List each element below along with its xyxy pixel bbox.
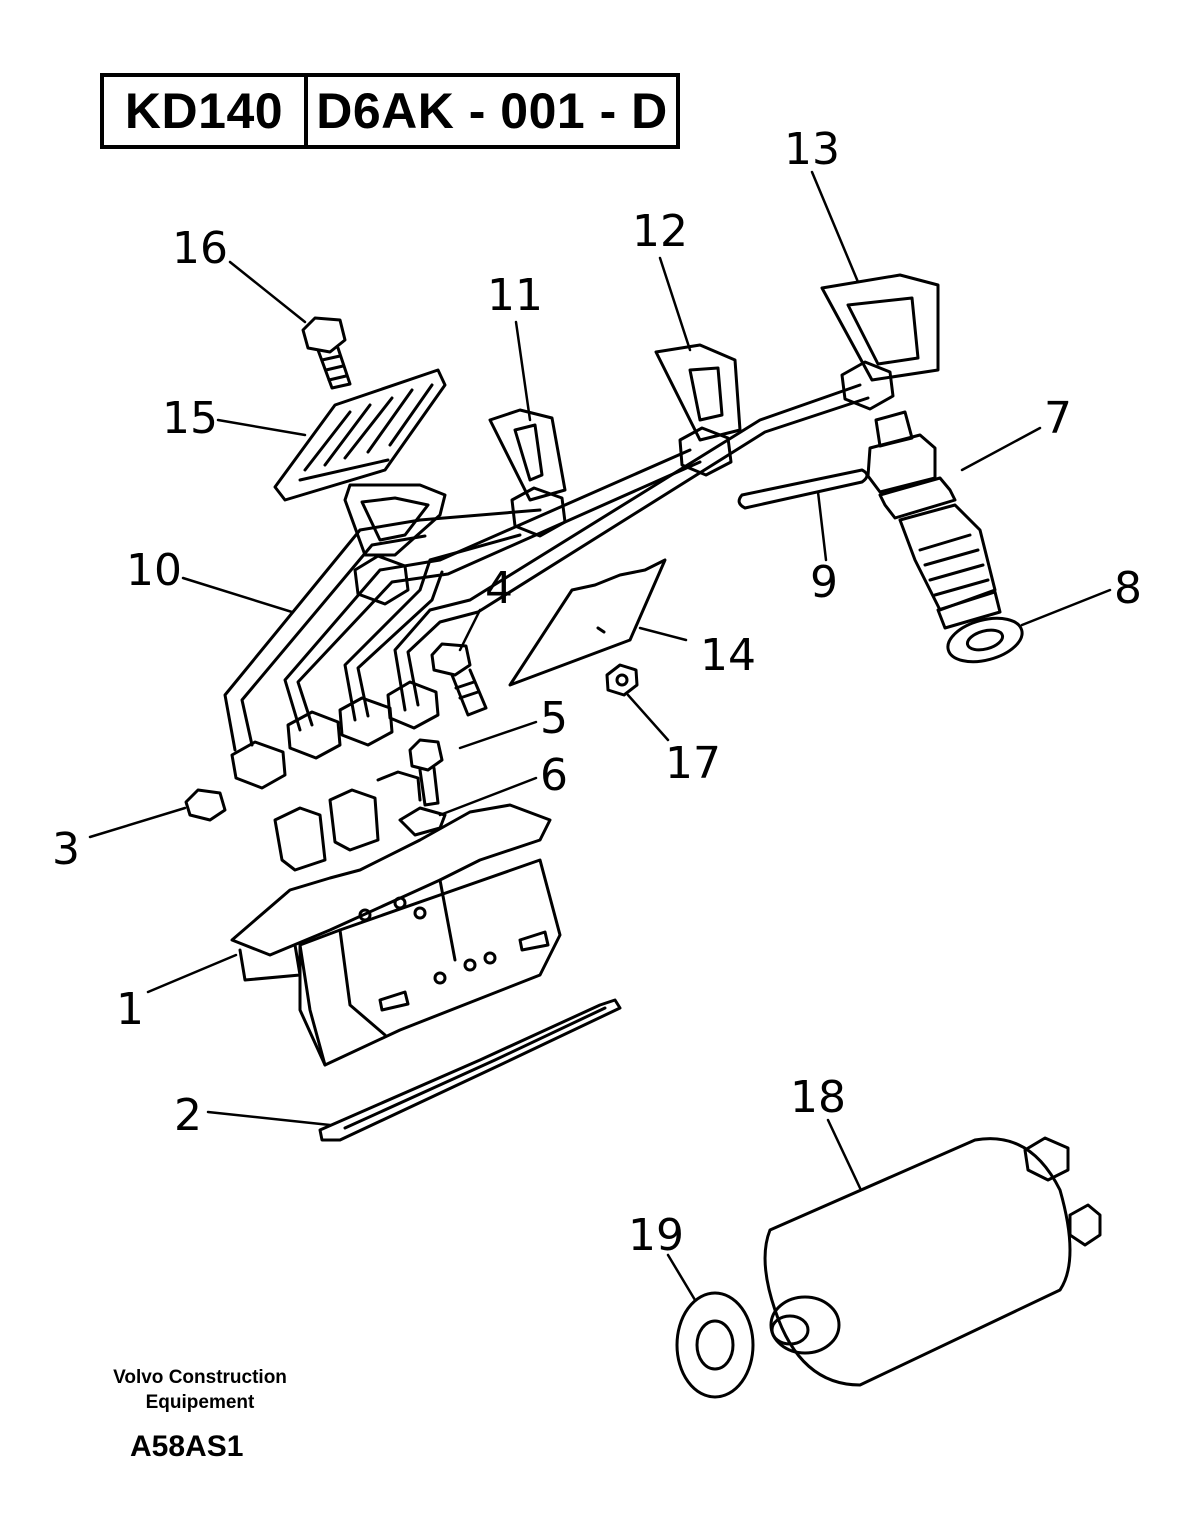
- callout-11: 11: [487, 270, 543, 321]
- callout-10: 10: [126, 545, 182, 596]
- callout-2: 2: [174, 1090, 202, 1141]
- brand-line-2: Equipement: [145, 1392, 255, 1413]
- callout-3: 3: [52, 824, 80, 875]
- injection-pump-1: [230, 770, 562, 1067]
- pipe-loop-11: [488, 408, 567, 502]
- callout-19: 19: [628, 1210, 684, 1261]
- drawing-id-label: A58AS1: [130, 1430, 244, 1463]
- cover-plate-14: [508, 558, 667, 687]
- callout-7: 7: [1044, 393, 1072, 444]
- leak-off-pipe-9: [737, 468, 869, 510]
- bolt-4: [430, 642, 488, 717]
- brand-line-1: Volvo Construction: [113, 1367, 287, 1388]
- callout-18: 18: [790, 1072, 846, 1123]
- washer-19: [675, 1291, 755, 1399]
- model-label: KD140: [104, 77, 308, 145]
- pipe-nuts: [230, 360, 895, 790]
- washer-8: [946, 616, 1024, 664]
- callout-5: 5: [540, 693, 568, 744]
- pipe-loop-13: [820, 273, 940, 382]
- callout-6: 6: [540, 750, 568, 801]
- injector-7: [866, 410, 1002, 630]
- title-block: KD140 D6AK - 001 - D: [100, 73, 680, 149]
- solenoid-18: [763, 1136, 1102, 1387]
- callout-9: 9: [810, 557, 838, 608]
- pipe-loop-12: [654, 343, 742, 442]
- leader-lines: [88, 170, 1112, 1302]
- callout-1: 1: [116, 984, 144, 1035]
- clamp-plate-15: [273, 368, 447, 502]
- banjo-bolt-5-6: [398, 738, 447, 837]
- nut-3: [184, 788, 227, 822]
- callout-17: 17: [665, 738, 721, 789]
- callout-13: 13: [784, 124, 840, 175]
- gasket-2: [318, 998, 622, 1142]
- manufacturer-label: Volvo Construction Equipement: [95, 1365, 305, 1415]
- nut-17: [605, 663, 639, 697]
- callout-numbers: 16 15 10 11 12 13 7 9 8 4 5 6 14 17 3 1 …: [52, 124, 1142, 1261]
- callout-16: 16: [172, 223, 228, 274]
- drawing-code-label: D6AK - 001 - D: [316, 83, 668, 139]
- callout-4: 4: [485, 563, 513, 614]
- callout-14: 14: [700, 630, 756, 681]
- callout-12: 12: [632, 206, 688, 257]
- callout-8: 8: [1114, 563, 1142, 614]
- bolt-16: [301, 316, 352, 390]
- injection-pipes-10: [223, 383, 870, 752]
- callout-15: 15: [162, 393, 218, 444]
